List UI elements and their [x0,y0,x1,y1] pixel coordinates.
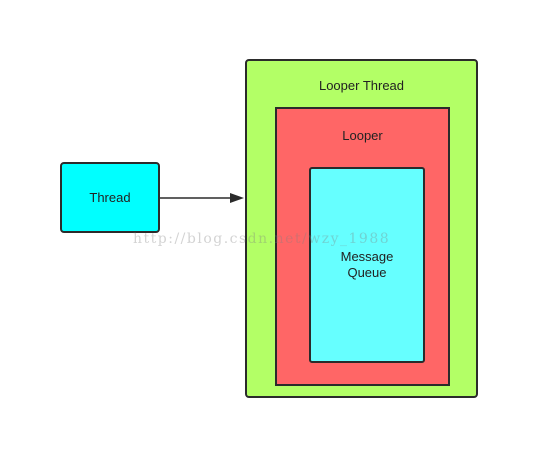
message-queue-label: Message Queue [311,249,423,281]
looper-label: Looper [342,128,383,143]
looper-thread-node: Looper Thread Looper Message Queue [245,59,478,398]
looper-node: Looper Message Queue [275,107,450,386]
looper-thread-label: Looper Thread [318,78,405,93]
message-queue-node: Message Queue [309,167,425,363]
message-queue-label-line2: Queue [347,265,387,280]
arrow-head [230,193,244,203]
message-queue-label-line1: Message [340,249,394,264]
thread-node: Thread [60,162,160,233]
thread-label: Thread [89,190,131,205]
